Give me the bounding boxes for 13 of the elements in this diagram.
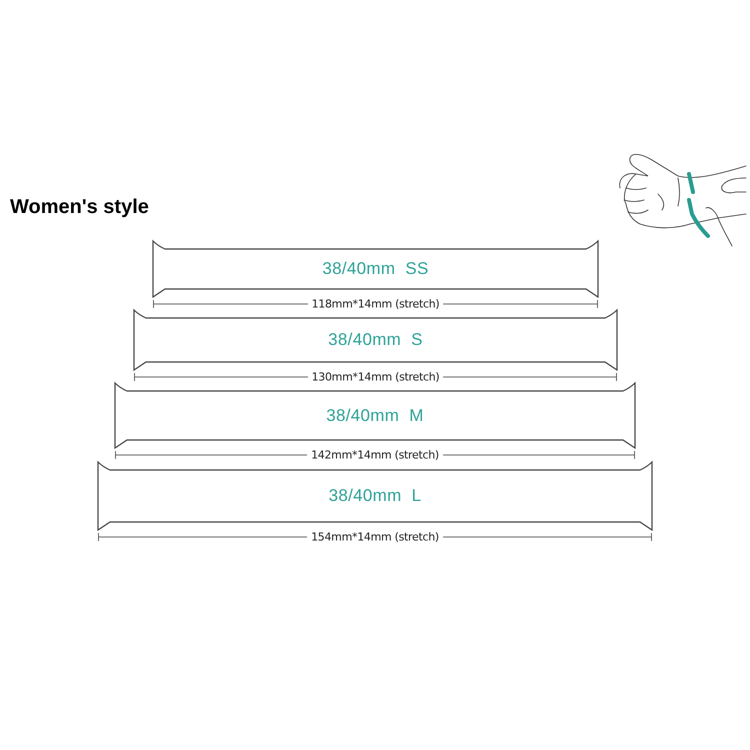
size-label: 38/40mm SS: [322, 259, 429, 279]
title: Women's style: [10, 196, 149, 219]
band-outline: [98, 462, 652, 530]
dimension-label: 118mm*14mm (stretch): [308, 298, 444, 310]
dimension-label: 154mm*14mm (stretch): [307, 530, 443, 544]
size-label: 38/40mm S: [328, 330, 423, 350]
size-label: 38/40mm M: [326, 406, 424, 426]
size-label: 38/40mm L: [328, 486, 422, 506]
dimension-label: 130mm*14mm (stretch): [308, 370, 444, 384]
band-outline: [115, 383, 635, 448]
dimension-label: 142mm*14mm (stretch): [307, 448, 443, 462]
band-outline: [134, 310, 617, 370]
band-outline: [153, 241, 598, 297]
